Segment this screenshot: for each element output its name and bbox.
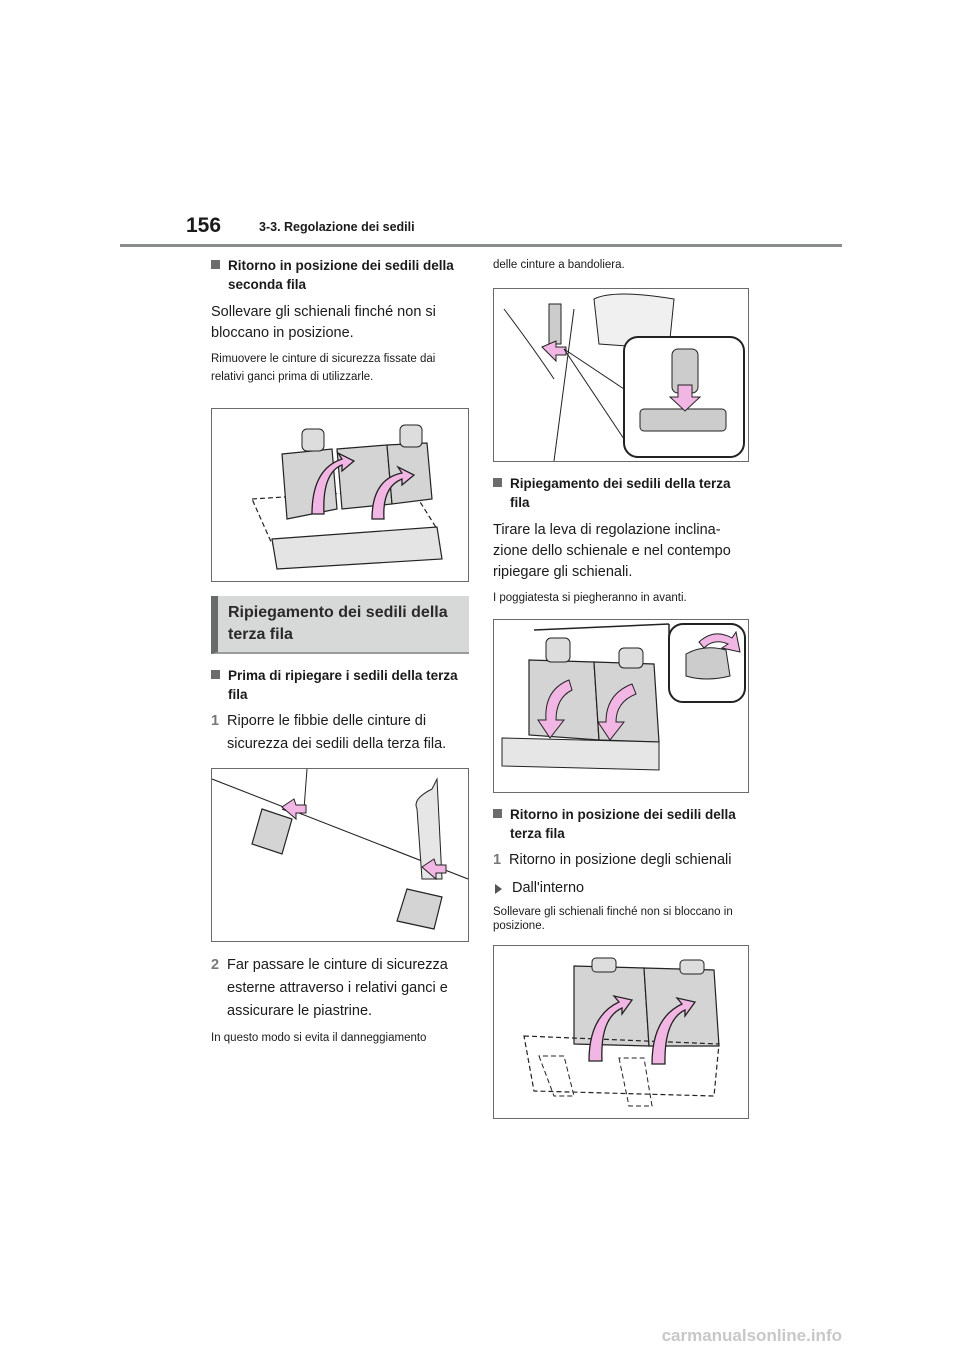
square-bullet-icon	[211, 260, 220, 269]
watermark: carmanualsonline.info	[661, 1326, 842, 1345]
figure-second-row-seats	[211, 408, 469, 582]
step-1: 1 Riporre le fibbie delle cinture di sic…	[211, 713, 447, 752]
figure-third-row-fold	[493, 619, 749, 793]
buckle-storage-illustration	[212, 769, 468, 930]
sub-step-inside: Dall'interno	[493, 878, 751, 899]
section-title: 3-3. Regolazione dei sedili	[259, 220, 415, 234]
step-2: 2 Far passare le cinture di sicurezza es…	[211, 957, 448, 1019]
section-banner: Ripiegamento dei sedili della terza fila	[211, 596, 469, 654]
second-row-seats-illustration	[251, 424, 443, 570]
note-return-second-row: Rimuovere le cinture di sicurezza fissat…	[211, 353, 436, 383]
heading-return-second-row: Ritorno in posizione dei sedili della se…	[211, 256, 469, 294]
note-inside: Sollevare gli schienali finché non si bl…	[493, 906, 733, 932]
right-column: delle cinture a bandoliera. Ripiegamento…	[493, 256, 751, 1119]
heading-return-third-row: Ritorno in posizione dei sedili della te…	[493, 805, 751, 843]
note-step-2: In questo modo si evita il danneggiament…	[211, 1032, 427, 1044]
square-bullet-icon	[493, 478, 502, 487]
triangle-bullet-icon	[495, 884, 502, 894]
figure-third-row-return	[493, 945, 749, 1119]
page-number: 156	[186, 214, 222, 237]
square-bullet-icon	[211, 670, 220, 679]
note-fold-third-row: I poggiatesta si piegheranno in avanti.	[493, 592, 687, 604]
paragraph-fold-third-row: Tirare la leva di regolazione inclina-zi…	[493, 522, 731, 580]
paragraph-return-second-row: Sollevare gli schienali finché non si bl…	[211, 304, 436, 341]
heading-before-fold: Prima di ripiegare i sedili della terza …	[211, 666, 469, 704]
figure-buckle-storage	[211, 768, 469, 942]
third-row-fold-illustration	[501, 623, 746, 771]
header-rule	[120, 244, 842, 247]
belt-hook-illustration	[503, 293, 745, 461]
heading-fold-third-row: Ripiegamento dei sedili della terza fila	[493, 474, 751, 512]
note-continuation: delle cinture a bandoliera.	[493, 259, 625, 271]
figure-belt-hook	[493, 288, 749, 462]
third-row-return-illustration	[523, 957, 720, 1107]
left-column: Ritorno in posizione dei sedili della se…	[211, 256, 469, 1047]
square-bullet-icon	[493, 809, 502, 818]
step-1-return: 1 Ritorno in posizione degli schienali	[493, 852, 732, 868]
